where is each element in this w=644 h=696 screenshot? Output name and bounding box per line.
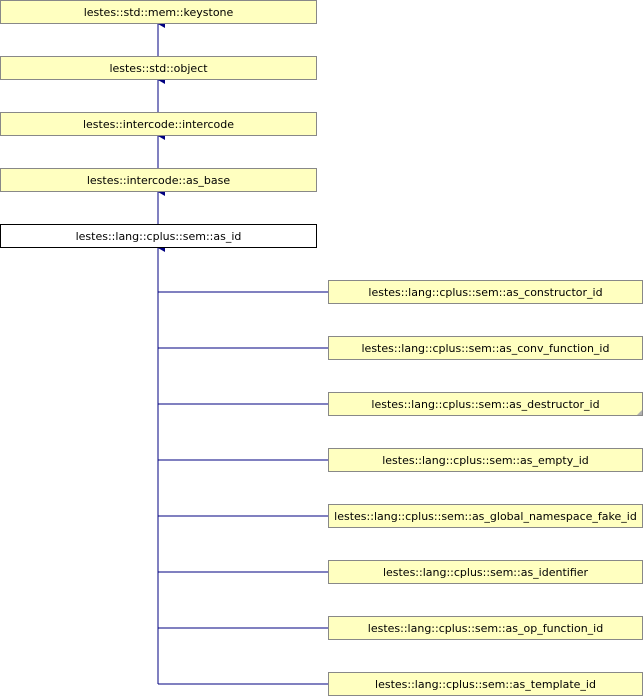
node-as-empty-id[interactable]: lestes::lang::cplus::sem::as_empty_id (328, 448, 643, 472)
node-as-conv-function-id-label: lestes::lang::cplus::sem::as_conv_functi… (361, 341, 610, 355)
node-as-template-id[interactable]: lestes::lang::cplus::sem::as_template_id (328, 672, 643, 696)
node-keystone[interactable]: lestes::std::mem::keystone (0, 0, 317, 24)
node-as-base[interactable]: lestes::intercode::as_base (0, 168, 317, 192)
node-object-label: lestes::std::object (109, 61, 208, 75)
node-as-conv-function-id[interactable]: lestes::lang::cplus::sem::as_conv_functi… (328, 336, 643, 360)
node-as-base-label: lestes::intercode::as_base (86, 173, 231, 187)
node-as-destructor-id-label: lestes::lang::cplus::sem::as_destructor_… (371, 397, 600, 411)
node-as-id-label: lestes::lang::cplus::sem::as_id (75, 229, 242, 243)
node-as-global-namespace-fake-id[interactable]: lestes::lang::cplus::sem::as_global_name… (328, 504, 643, 528)
node-intercode[interactable]: lestes::intercode::intercode (0, 112, 317, 136)
node-as-constructor-id[interactable]: lestes::lang::cplus::sem::as_constructor… (328, 280, 643, 304)
node-object[interactable]: lestes::std::object (0, 56, 317, 80)
node-as-identifier[interactable]: lestes::lang::cplus::sem::as_identifier (328, 560, 643, 584)
node-as-identifier-label: lestes::lang::cplus::sem::as_identifier (382, 565, 589, 579)
node-as-op-function-id-label: lestes::lang::cplus::sem::as_op_function… (367, 621, 604, 635)
truncated-corner-icon (637, 410, 642, 415)
node-keystone-label: lestes::std::mem::keystone (83, 5, 234, 19)
node-as-op-function-id[interactable]: lestes::lang::cplus::sem::as_op_function… (328, 616, 643, 640)
node-as-destructor-id[interactable]: lestes::lang::cplus::sem::as_destructor_… (328, 392, 643, 416)
node-as-template-id-label: lestes::lang::cplus::sem::as_template_id (375, 677, 596, 691)
node-intercode-label: lestes::intercode::intercode (82, 117, 235, 131)
node-as-constructor-id-label: lestes::lang::cplus::sem::as_constructor… (368, 285, 603, 299)
node-as-empty-id-label: lestes::lang::cplus::sem::as_empty_id (382, 453, 589, 467)
node-as-global-namespace-fake-id-label: lestes::lang::cplus::sem::as_global_name… (334, 509, 637, 523)
node-as-id-current: lestes::lang::cplus::sem::as_id (0, 224, 317, 248)
